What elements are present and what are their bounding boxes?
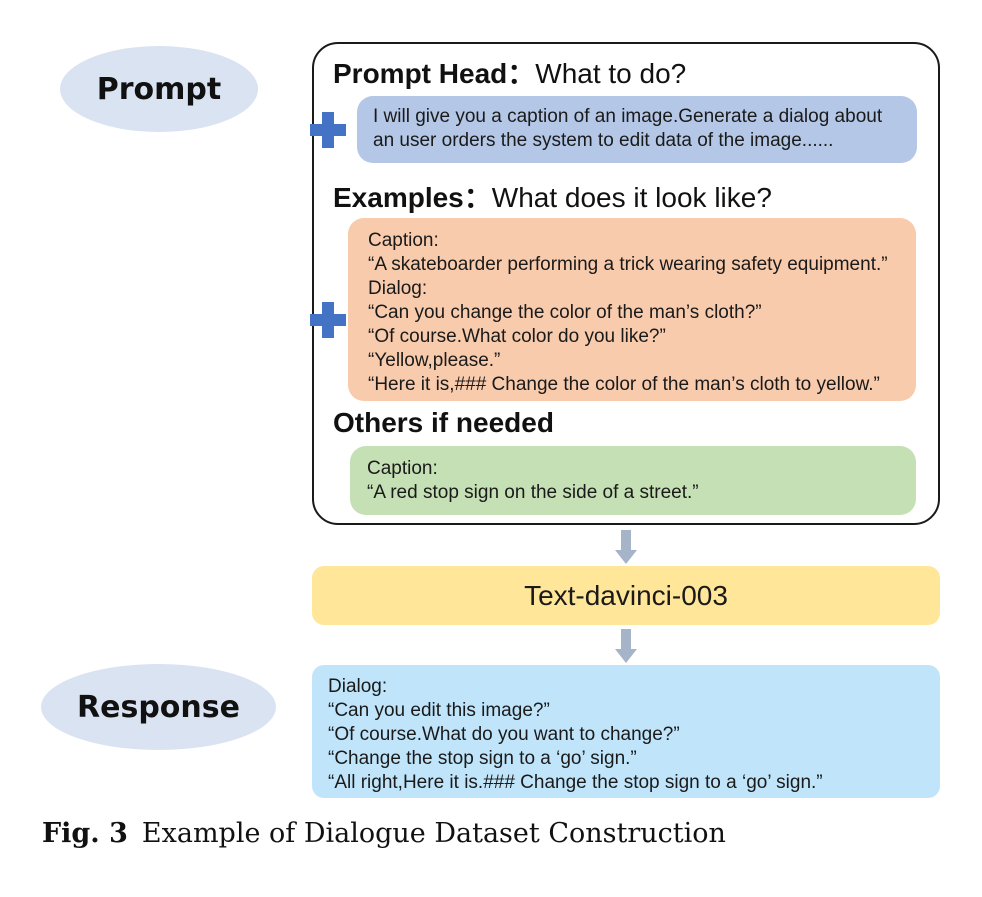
down-arrow-icon	[615, 629, 637, 663]
prompt-head-line: an user orders the system to edit data o…	[373, 130, 834, 151]
plus-icon	[310, 112, 346, 148]
others-box: Caption: “A red stop sign on the side of…	[350, 446, 916, 515]
plus-icon	[310, 302, 346, 338]
others-line: Caption:	[367, 458, 438, 479]
figure-caption-text: Example of Dialogue Dataset Construction	[141, 818, 726, 849]
response-line: “All right,Here it is.### Change the sto…	[328, 772, 823, 793]
prompt-head-box: I will give you a caption of an image.Ge…	[357, 96, 917, 163]
response-line: “Can you edit this image?”	[328, 700, 550, 721]
examples-line: “Here it is,### Change the color of the …	[368, 374, 880, 395]
prompt-head-title: Prompt Head	[333, 58, 508, 89]
response-label: Response	[41, 664, 276, 750]
examples-heading: Examples：What does it look like?	[333, 182, 772, 213]
response-line: Dialog:	[328, 676, 388, 697]
examples-line: Caption:	[368, 230, 439, 251]
figure-caption: Fig. 3 Example of Dialogue Dataset Constr…	[42, 818, 726, 849]
down-arrow-icon	[615, 530, 637, 564]
prompt-label: Prompt	[60, 46, 258, 132]
examples-subtitle: What does it look like?	[491, 182, 772, 213]
examples-line: “Can you change the color of the man’s c…	[368, 302, 762, 323]
model-box: Text-davinci-003	[312, 566, 940, 625]
examples-line: “A skateboarder performing a trick weari…	[368, 254, 888, 275]
prompt-head-heading: Prompt Head：What to do?	[333, 58, 687, 89]
response-line: “Change the stop sign to a ‘go’ sign.”	[328, 748, 637, 769]
examples-line: “Of course.What color do you like?”	[368, 326, 666, 347]
prompt-head-line: I will give you a caption of an image.Ge…	[373, 106, 883, 127]
examples-title: Examples	[333, 182, 464, 213]
others-line: “A red stop sign on the side of a street…	[367, 482, 699, 503]
response-box: Dialog: “Can you edit this image?” “Of c…	[312, 665, 940, 798]
response-line: “Of course.What do you want to change?”	[328, 724, 680, 745]
examples-line: “Yellow,please.”	[368, 350, 501, 371]
others-heading: Others if needed	[333, 407, 554, 438]
figure-number: Fig. 3	[42, 818, 128, 849]
examples-box: Caption: “A skateboarder performing a tr…	[348, 218, 916, 401]
examples-line: Dialog:	[368, 278, 428, 299]
prompt-head-subtitle: What to do?	[535, 58, 687, 89]
